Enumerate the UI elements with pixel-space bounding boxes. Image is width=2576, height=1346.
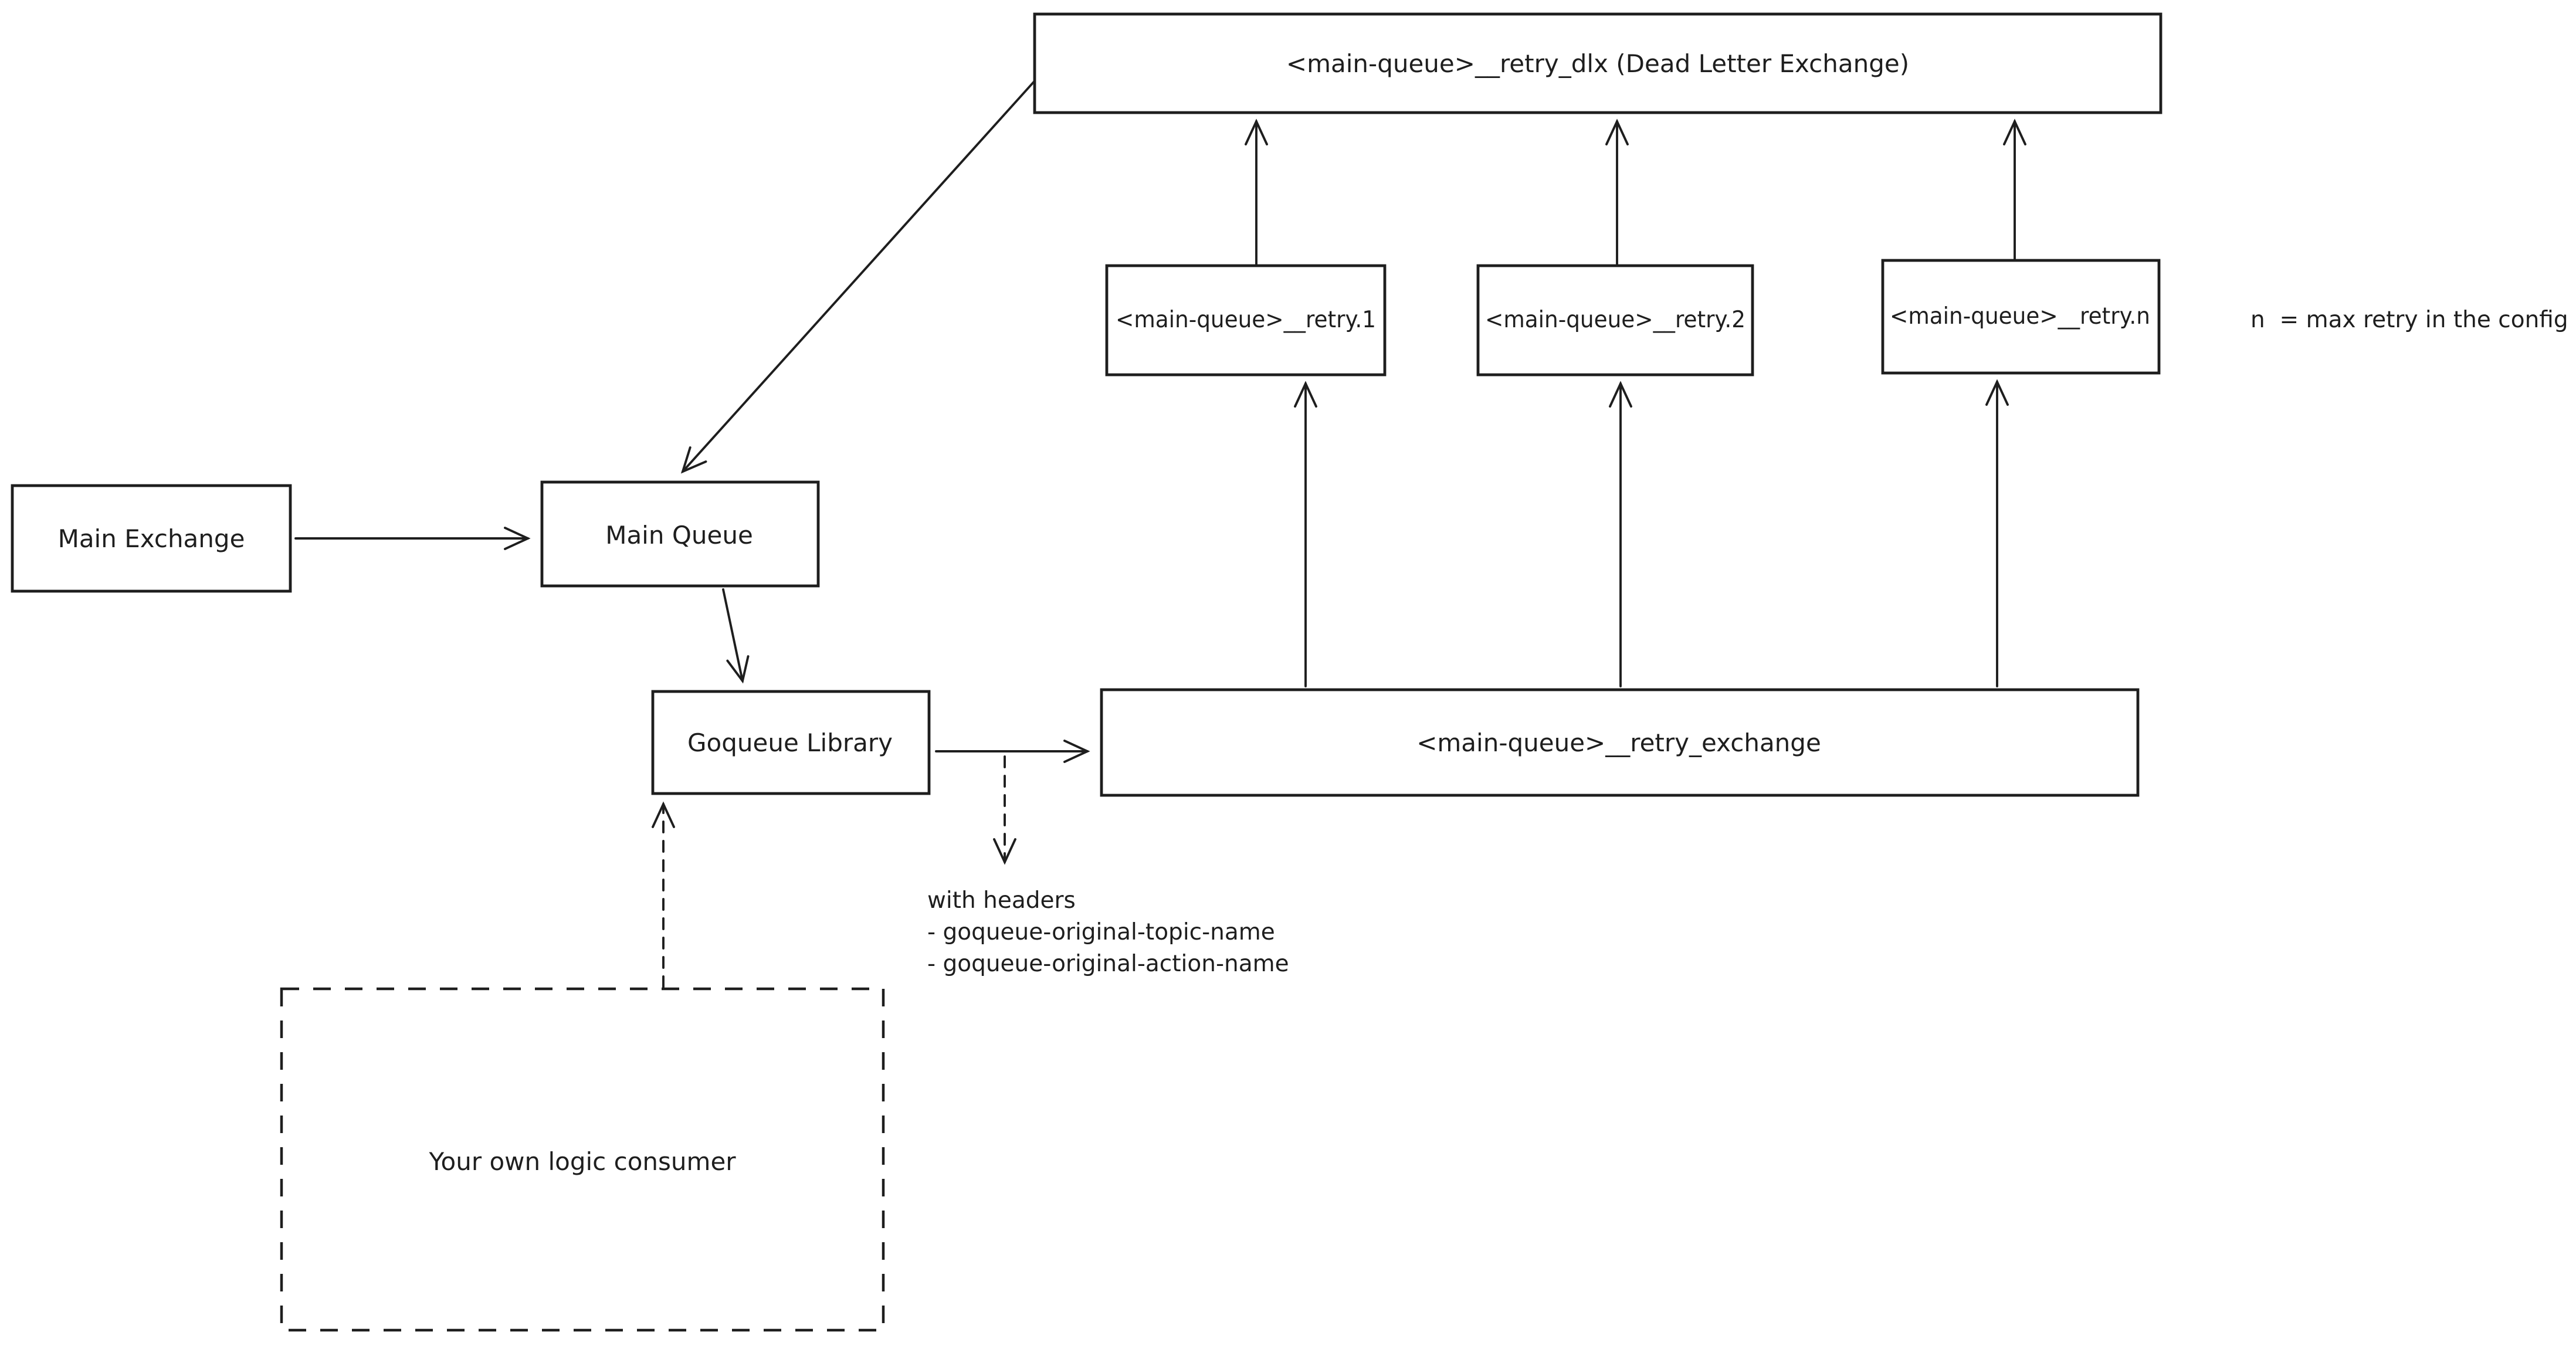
retry-queue-n-label: <main-queue>__retry.n: [1890, 303, 2150, 330]
retry-exchange-label: <main-queue>__retry_exchange: [1416, 728, 1821, 757]
retry-queue-1-label: <main-queue>__retry.1: [1116, 307, 1376, 333]
headers-note-line-1: with headers: [927, 887, 1076, 914]
retry-queue-1-box: [1105, 264, 1387, 377]
node-own-logic-consumer: Your own logic consumer: [280, 987, 885, 1332]
dead-letter-exchange-box: [1033, 12, 2163, 114]
node-main-queue: Main Queue: [540, 480, 820, 588]
retry-queue-2-label: <main-queue>__retry.2: [1485, 307, 1745, 333]
arrow-main-queue-to-goqueue-library: [722, 588, 750, 684]
retry-queue-n-box: [1881, 259, 2161, 375]
headers-note-line-2: - goqueue-original-topic-name: [927, 919, 1275, 945]
max-retry-note: n = max retry in the config: [2250, 307, 2568, 333]
main-queue-label: Main Queue: [605, 521, 753, 550]
main-exchange-box: [11, 484, 292, 593]
node-main-exchange: Main Exchange: [11, 484, 292, 593]
arrow-dlx-to-main-queue: [680, 80, 1036, 474]
goqueue-library-box: [651, 690, 931, 795]
node-retry-exchange: <main-queue>__retry_exchange: [1100, 688, 2140, 797]
node-retry-queue-1: <main-queue>__retry.1: [1105, 264, 1387, 377]
headers-note: with headers - goqueue-original-topic-na…: [927, 887, 1289, 977]
goqueue-library-label: Goqueue Library: [687, 728, 893, 757]
headers-note-line-3: - goqueue-original-action-name: [927, 951, 1289, 977]
node-goqueue-library: Goqueue Library: [651, 690, 931, 795]
node-retry-queue-2: <main-queue>__retry.2: [1476, 264, 1754, 377]
main-exchange-label: Main Exchange: [58, 524, 245, 553]
node-retry-queue-n: <main-queue>__retry.n: [1881, 259, 2161, 375]
main-queue-box: [540, 480, 820, 588]
retry-exchange-box: [1100, 688, 2140, 797]
own-logic-consumer-label: Your own logic consumer: [428, 1147, 736, 1176]
own-logic-consumer-box: [280, 987, 885, 1332]
node-dead-letter-exchange: <main-queue>__retry_dlx (Dead Letter Exc…: [1033, 12, 2163, 114]
retry-queue-2-box: [1476, 264, 1754, 377]
dead-letter-exchange-label: <main-queue>__retry_dlx (Dead Letter Exc…: [1286, 49, 1909, 78]
